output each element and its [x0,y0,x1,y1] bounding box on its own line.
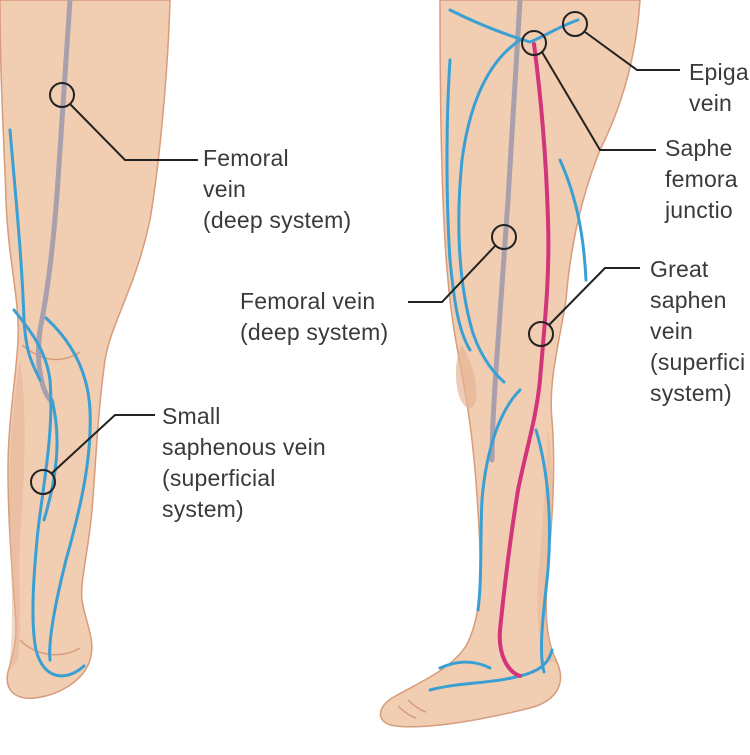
label-line: saphenous vein [162,434,326,460]
right-superficial-vein-lateral [457,38,522,384]
leader-saphenofemoral [541,51,656,151]
left-calf-shadow [8,360,25,672]
left-superficial-vein-outer [8,128,42,382]
label-epigastric-vein: Epiga vein [689,57,749,119]
label-line: system) [162,496,244,522]
label-line: (deep system) [203,207,352,233]
right-superficial-vein-lower-lateral [476,388,522,612]
label-line: saphen [650,287,727,313]
label-line: (superficial [162,465,276,491]
left-heel-line [19,639,81,656]
leader-small-saphenous [51,414,155,474]
leader-femoral-right [408,245,496,303]
marker-epigastric [562,11,588,37]
right-superficial-vein-top [448,8,580,44]
right-femoral-vein [489,0,523,463]
label-line: vein [203,176,246,202]
left-leg-silhouette [0,0,171,699]
right-leg-silhouette [379,0,641,728]
left-femoral-vein [36,0,73,405]
leader-great-saphenous [548,267,640,326]
left-superficial-vein-inner [12,308,86,678]
label-line: vein [650,318,693,344]
label-line: (deep system) [240,319,389,345]
left-leg [0,0,171,699]
label-line: Femoral vein [240,288,376,314]
left-superficial-branch [42,398,59,522]
label-line: Saphe [665,135,733,161]
label-line: junctio [665,197,733,223]
label-line: Great [650,256,709,282]
right-inner-shadow [537,430,556,662]
right-foot-toe-lines [397,699,427,719]
left-small-saphenous-vein [44,316,92,662]
label-line: vein [689,90,732,116]
right-dorsal-foot-branch [438,660,492,670]
right-superficial-vein-medial [558,158,588,282]
label-great-saphenous-vein: Great saphen vein (superfici system) [650,254,745,409]
label-femoral-vein-right: Femoral vein (deep system) [240,286,388,348]
label-line: Femoral [203,145,289,171]
marker-femoral-left [49,82,75,108]
leader-femoral-left [69,103,198,161]
label-line: Epiga [689,59,749,85]
right-knee-shadow [455,345,477,409]
label-line: system) [650,380,732,406]
callouts [30,11,680,495]
right-superficial-vein-outer [445,58,472,352]
marker-great-saphenous [528,321,554,347]
marker-small-saphenous [30,469,56,495]
right-superficial-vein-lower-medial [534,428,551,674]
right-leg [379,0,641,728]
label-femoral-vein-left: Femoral vein (deep system) [203,143,351,236]
marker-saphenofemoral [521,30,547,56]
leader-epigastric [584,31,680,71]
great-saphenous-vein [497,42,551,678]
label-line: Small [162,403,221,429]
label-line: (superfici [650,349,746,375]
label-saphenofemoral-junction: Saphe femora junctio [665,133,738,226]
marker-femoral-right [491,224,517,250]
label-small-saphenous-vein: Small saphenous vein (superficial system… [162,401,326,525]
label-line: femora [665,166,738,192]
